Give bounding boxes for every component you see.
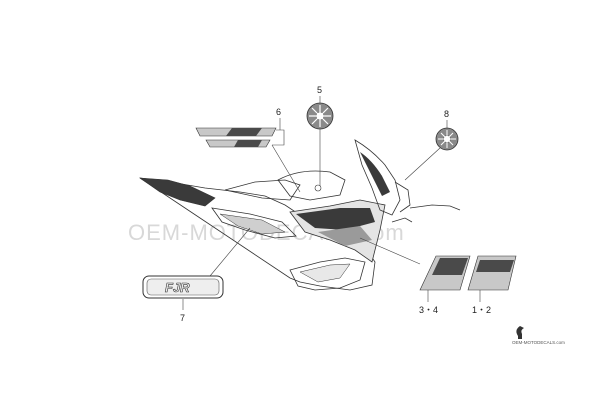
decal-1-2-side-panel [467,255,517,291]
leader-line-6-target [271,144,301,193]
fjr-logo-text: FJR [165,280,190,295]
watermark-footer-text: OEM-MOTODECALS.com [512,340,565,345]
leader-line-7-target [209,227,251,277]
motorcycle-fairing-outline [138,139,461,291]
decal-3-4-side-panel [419,255,471,291]
callout-6: 6 [276,107,281,117]
emblem-7-fjr-badge: FJR [142,275,224,299]
callout-5: 5 [317,85,322,95]
leader-line-3-4-target [359,237,421,265]
emblem-5-tuning-fork-icon [306,102,334,130]
callout-8: 8 [444,109,449,119]
emblem-8-tuning-fork-icon [435,127,459,151]
callout-1-2: 1・2 [472,305,491,315]
watermark-logo [516,326,524,339]
callout-3-4: 3・4 [419,305,438,315]
callout-7: 7 [180,313,185,323]
decal-6-tail-stripes [195,127,277,148]
leader-line-8 [404,147,441,181]
